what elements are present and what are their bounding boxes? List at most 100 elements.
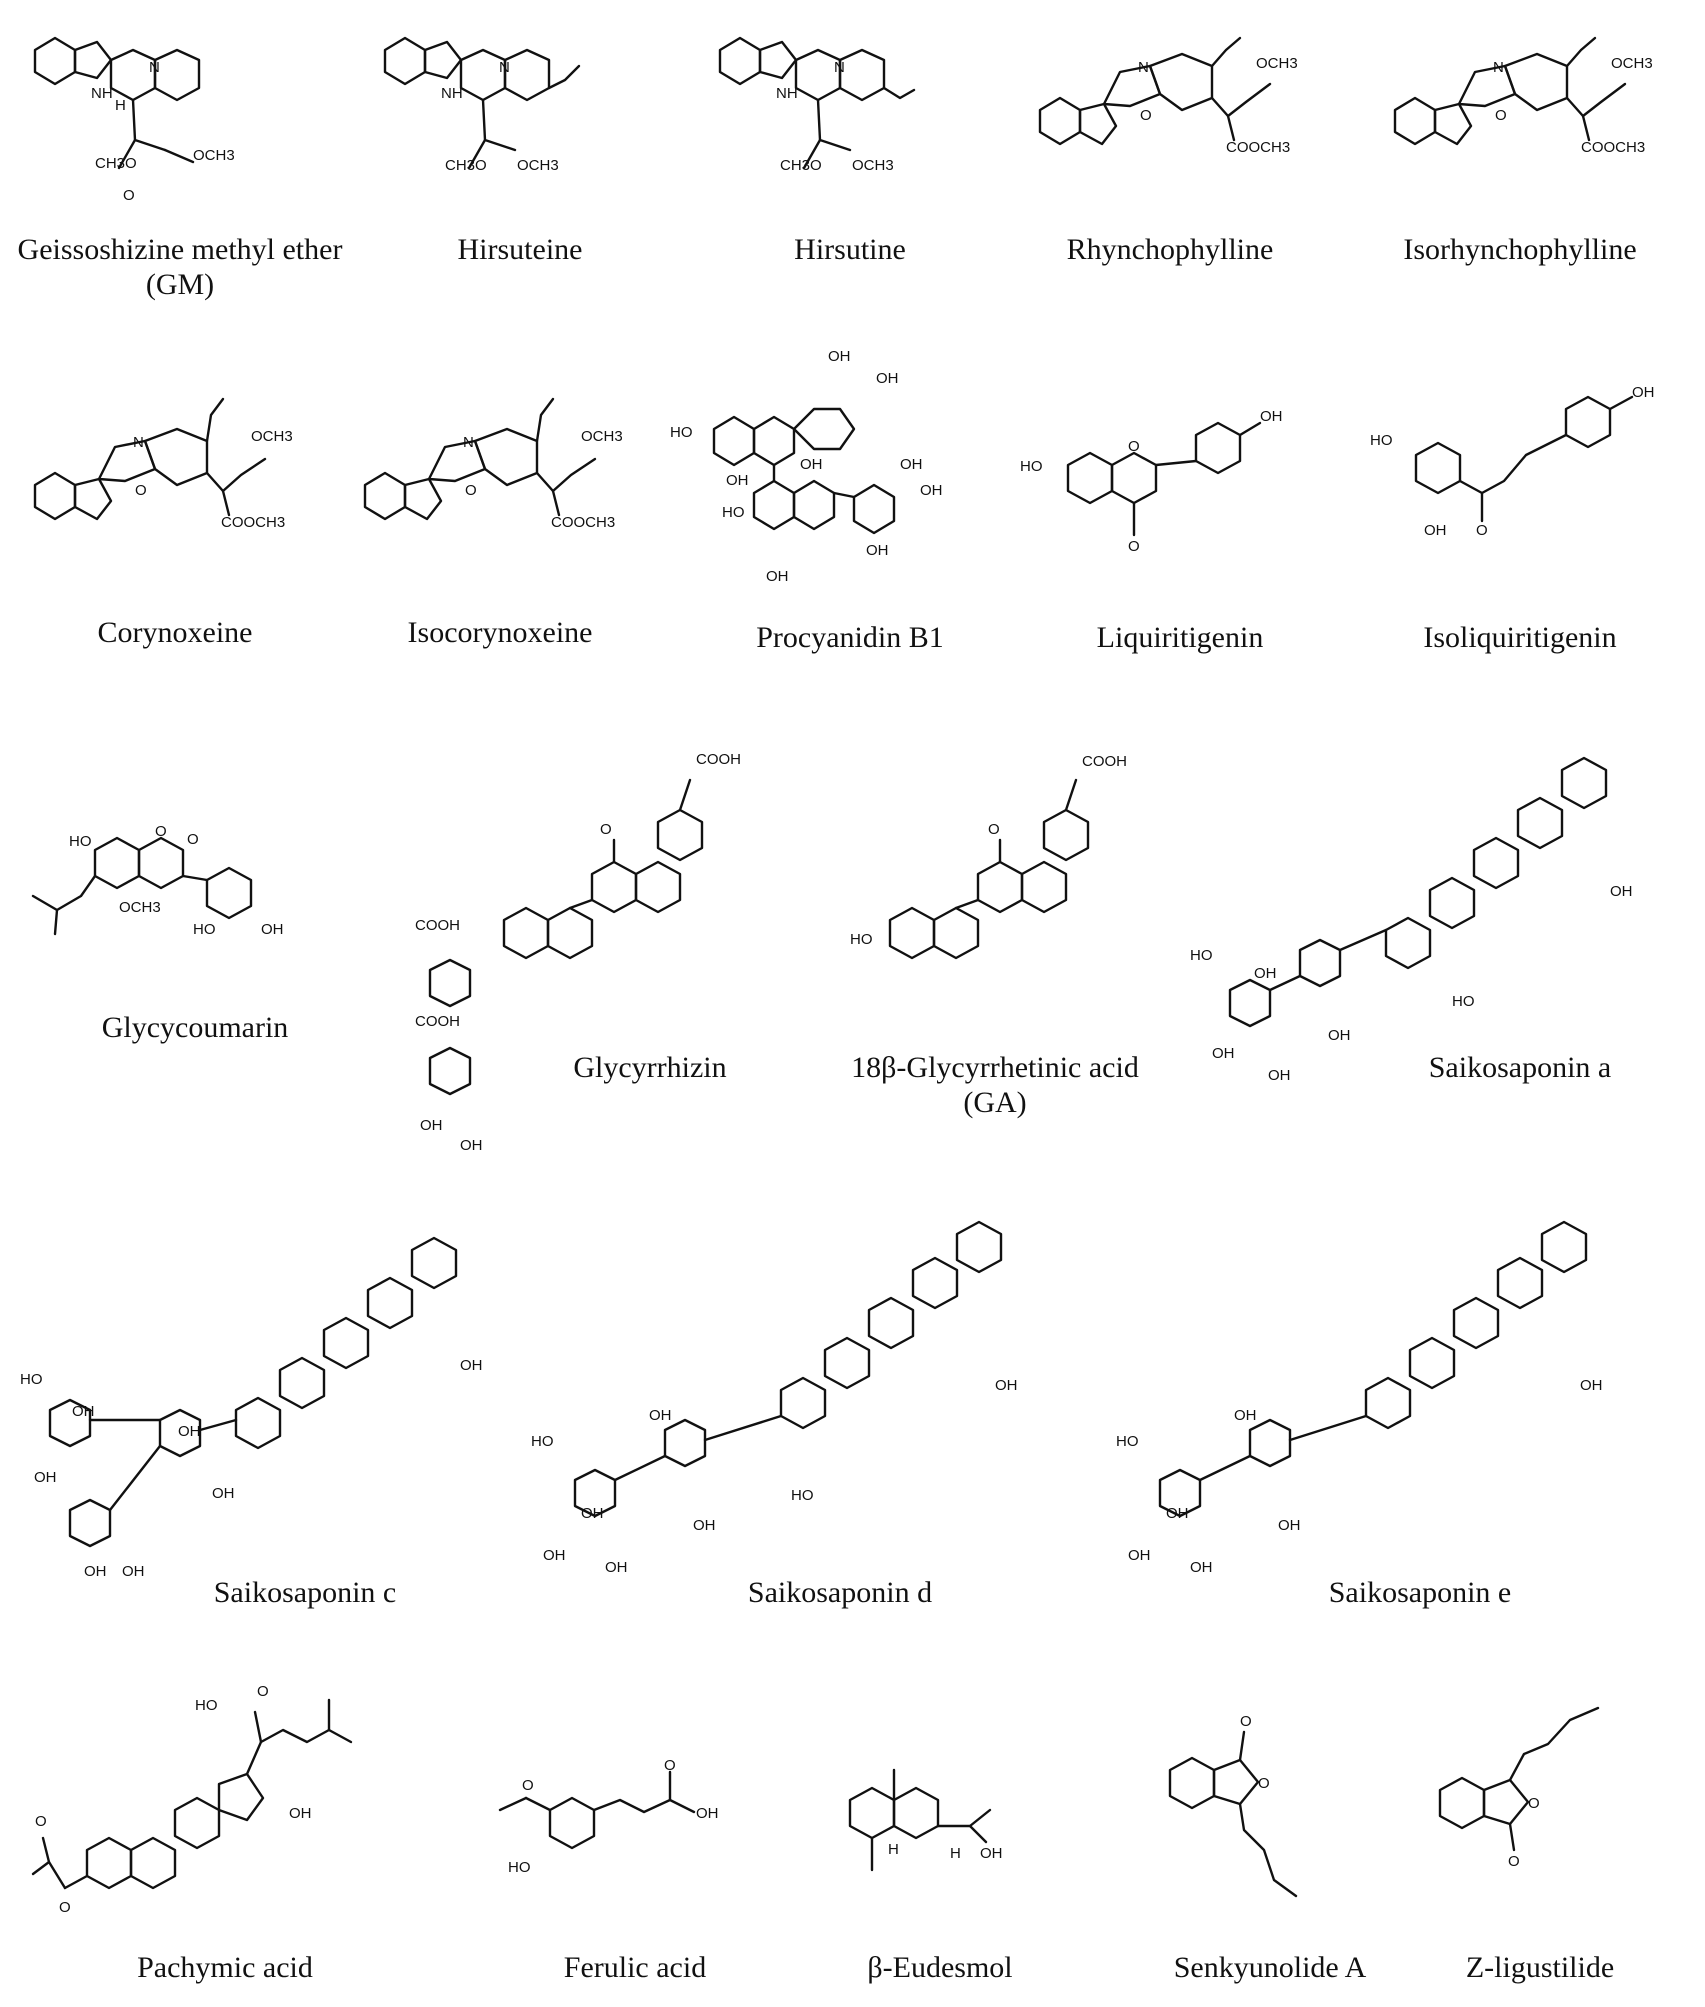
caption-gm: Geissoshizine methyl ether (GM) <box>0 232 360 302</box>
structure-pachymic-acid-drawing: HO O OH O O <box>31 1683 353 1916</box>
atom-o: O <box>187 831 199 848</box>
structure-isorhynchophylline-drawing: N O OCH3 COOCH3 <box>1393 36 1653 156</box>
atom-ho: HO <box>508 1859 531 1876</box>
atom-o: O <box>1495 107 1507 124</box>
atom-oh: OH <box>581 1505 604 1522</box>
structure-rhynchophylline: N O OCH3 COOCH3 <box>1020 10 1340 210</box>
caption-ga-line2: (GA) <box>963 1086 1027 1119</box>
atom-och3: OCH3 <box>193 147 235 164</box>
caption-ga: 18β-Glycyrrhetinic acid (GA) <box>840 1050 1150 1120</box>
atom-oh: OH <box>1424 522 1447 539</box>
atom-oh: OH <box>693 1517 716 1534</box>
atom-ch3o: CH3O <box>445 157 487 174</box>
atom-oh: OH <box>649 1407 672 1424</box>
atom-oh: OH <box>543 1547 566 1564</box>
structure-saikosaponin-e-drawing: HO OH OH OH OH OH OH <box>1116 1220 1603 1576</box>
atom-ho: HO <box>850 931 873 948</box>
atom-oh: OH <box>289 1805 312 1822</box>
atom-cooch3: COOCH3 <box>551 514 615 531</box>
structure-isorhynchophylline: N O OCH3 COOCH3 <box>1375 10 1695 210</box>
structure-glycyrrhizin: COOH O COOH COOH OH OH <box>415 750 840 1170</box>
atom-o: O <box>123 187 135 204</box>
structure-ga: HO O COOH <box>850 750 1170 980</box>
atom-oh: OH <box>261 921 284 938</box>
atom-n: N <box>149 59 160 76</box>
caption-saikosaponin-a: Saikosaponin a <box>1428 1051 1612 1084</box>
atom-o: O <box>135 482 147 499</box>
structure-saikosaponin-a-drawing: HO OH OH OH OH HO OH <box>1190 756 1633 1084</box>
atom-cooh: COOH <box>415 1013 460 1030</box>
atom-nh: NH <box>91 85 113 102</box>
structure-z-ligustilide: O O <box>1420 1700 1680 1920</box>
caption-ferulic-acid: Ferulic acid <box>563 1951 707 1984</box>
atom-oh: OH <box>1268 1067 1291 1084</box>
structure-senkyunolide-a-drawing: O O <box>1168 1713 1298 1898</box>
atom-och3: OCH3 <box>581 428 623 445</box>
atom-ho: HO <box>1190 947 1213 964</box>
atom-oh: OH <box>828 348 851 365</box>
structure-glycycoumarin: HO O O OCH3 HO OH <box>25 823 355 1000</box>
caption-rhynchophylline: Rhynchophylline <box>1066 233 1274 266</box>
atom-oh: OH <box>726 472 749 489</box>
atom-ho: HO <box>531 1433 554 1450</box>
atom-o: O <box>522 1777 534 1794</box>
atom-n: N <box>834 59 845 76</box>
structure-isocorynoxeine: N O OCH3 COOCH3 <box>345 375 655 575</box>
atom-oh: OH <box>1234 1407 1257 1424</box>
structure-corynoxeine-drawing: N O OCH3 COOCH3 <box>33 397 293 531</box>
caption-isorhynchophylline: Isorhynchophylline <box>1403 233 1637 266</box>
atom-o: O <box>59 1899 71 1916</box>
caption-liquiritigenin: Liquiritigenin <box>1096 621 1264 654</box>
atom-oh: OH <box>420 1117 443 1134</box>
atom-o: O <box>664 1757 676 1774</box>
caption-hirsuteine: Hirsuteine <box>457 233 583 266</box>
atom-oh: OH <box>34 1469 57 1486</box>
atom-oh: OH <box>1328 1027 1351 1044</box>
structure-hirsutine: NH N CH3O OCH3 <box>700 10 1000 210</box>
caption-saikosaponin-e: Saikosaponin e <box>1328 1576 1512 1609</box>
atom-ho: HO <box>20 1371 43 1388</box>
atom-ho: HO <box>193 921 216 938</box>
atom-oh: OH <box>1212 1045 1235 1062</box>
atom-cooh: COOH <box>696 751 741 768</box>
atom-oh: OH <box>1260 408 1283 425</box>
atom-ho: HO <box>1020 458 1043 475</box>
atom-n: N <box>1493 59 1504 76</box>
structure-isoliquiritigenin-drawing: HO OH O OH <box>1370 384 1655 539</box>
structure-gm: NH N H CH3O OCH3 O <box>15 10 345 210</box>
atom-h: H <box>888 1841 899 1858</box>
structure-isocorynoxeine-drawing: N O OCH3 COOCH3 <box>363 397 623 531</box>
structure-saikosaponin-d-drawing: HO OH OH OH OH OH HO OH <box>531 1220 1018 1576</box>
atom-o: O <box>1476 522 1488 539</box>
structure-rhynchophylline-drawing: N O OCH3 COOCH3 <box>1038 36 1298 156</box>
atom-oh: OH <box>1632 384 1655 401</box>
structure-saikosaponin-c-drawing: HO OH OH OH OH OH OH OH <box>20 1236 483 1580</box>
caption-pachymic-acid: Pachymic acid <box>137 1951 313 1984</box>
structure-saikosaponin-a: HO OH OH OH OH HO OH <box>1190 740 1670 1090</box>
structure-ferulic-acid-drawing: O O OH HO <box>498 1757 719 1876</box>
structure-ferulic-acid: O O OH HO <box>480 1757 780 1900</box>
caption-corynoxeine: Corynoxeine <box>97 616 253 649</box>
atom-o: O <box>35 1813 47 1830</box>
atom-cooch3: COOCH3 <box>1581 139 1645 156</box>
atom-nh: NH <box>441 85 463 102</box>
atom-o: O <box>465 482 477 499</box>
atom-oh: OH <box>605 1559 628 1576</box>
atom-ho: HO <box>670 424 693 441</box>
structure-glycycoumarin-drawing: HO O O OCH3 HO OH <box>31 823 284 938</box>
atom-ho: HO <box>1370 432 1393 449</box>
atom-oh: OH <box>876 370 899 387</box>
atom-och3: OCH3 <box>852 157 894 174</box>
atom-oh: OH <box>920 482 943 499</box>
atom-cooh: COOH <box>1082 753 1127 770</box>
caption-procyanidin-b1: Procyanidin B1 <box>756 621 944 654</box>
caption-senkyunolide-a: Senkyunolide A <box>1173 1951 1367 1984</box>
structure-z-ligustilide-drawing: O O <box>1438 1706 1600 1870</box>
atom-oh: OH <box>1190 1559 1213 1576</box>
atom-oh: OH <box>900 456 923 473</box>
atom-oh: OH <box>1166 1505 1189 1522</box>
atom-o: O <box>1528 1795 1540 1812</box>
caption-gm-line2: (GM) <box>145 268 215 301</box>
atom-oh: OH <box>866 542 889 559</box>
structure-beta-eudesmol-drawing: H H OH <box>848 1768 1003 1872</box>
